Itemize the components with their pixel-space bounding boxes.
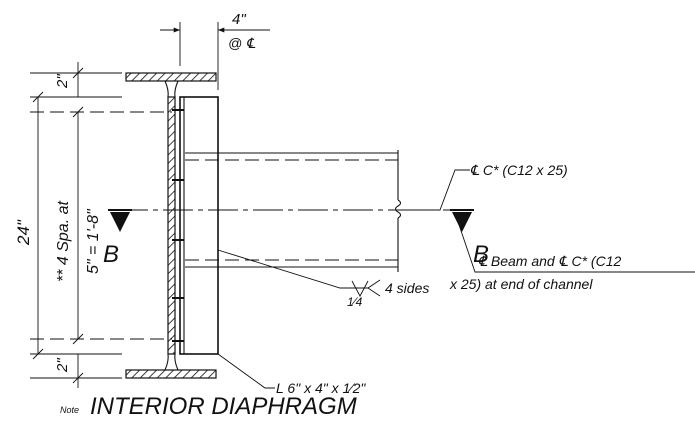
section-mark-right: B	[473, 241, 489, 268]
weld-size-label: 1⁄4	[347, 295, 363, 309]
left-dimensions	[30, 62, 172, 388]
angle-leader	[217, 353, 275, 389]
web	[167, 96, 176, 355]
channel-leader	[416, 169, 470, 211]
channel-callout: ℄ C* (C12 x 25)	[470, 162, 568, 178]
bottom-fillet	[164, 353, 179, 371]
bottom-flange	[125, 369, 217, 379]
top-spacing-ref: @ ℄	[228, 35, 256, 51]
beam-leader	[454, 212, 695, 273]
note-label: Note	[60, 405, 79, 415]
weld-symbol	[351, 280, 369, 297]
weld-leader	[217, 249, 360, 289]
top-flange	[125, 72, 217, 82]
connection-angle	[179, 96, 219, 355]
section-cut-line	[108, 209, 474, 232]
top-dimension-4in	[160, 22, 270, 90]
bolt-spacing-line1: ** 4 Spa. at	[55, 201, 72, 283]
angle-callout: L 6" x 4" x 1⁄2"	[276, 380, 366, 396]
bolt-spacing-line2: 5" = 1'-8"	[85, 208, 102, 274]
top-flange-dim-label: 2"	[54, 74, 71, 89]
overall-depth-label: 24"	[14, 219, 33, 246]
top-spacing-label: 4"	[232, 11, 246, 28]
section-arrow-left	[110, 212, 130, 232]
leaders	[217, 169, 695, 389]
section-arrow-right	[452, 212, 472, 232]
bottom-flange-dim-label: 2"	[54, 358, 71, 373]
top-fillet	[164, 80, 179, 98]
weld-sides-label: 4 sides	[385, 280, 429, 296]
drawing-title: INTERIOR DIAPHRAGM	[90, 393, 357, 420]
beam-callout-line2: x 25) at end of channel	[449, 276, 593, 292]
beam-callout-line1: ℄ Beam and ℄ C* (C12	[478, 253, 621, 269]
bolt-markers	[172, 109, 184, 342]
girder-section	[125, 72, 219, 379]
channel-elevation	[185, 150, 402, 272]
section-mark-left: B	[103, 241, 119, 268]
